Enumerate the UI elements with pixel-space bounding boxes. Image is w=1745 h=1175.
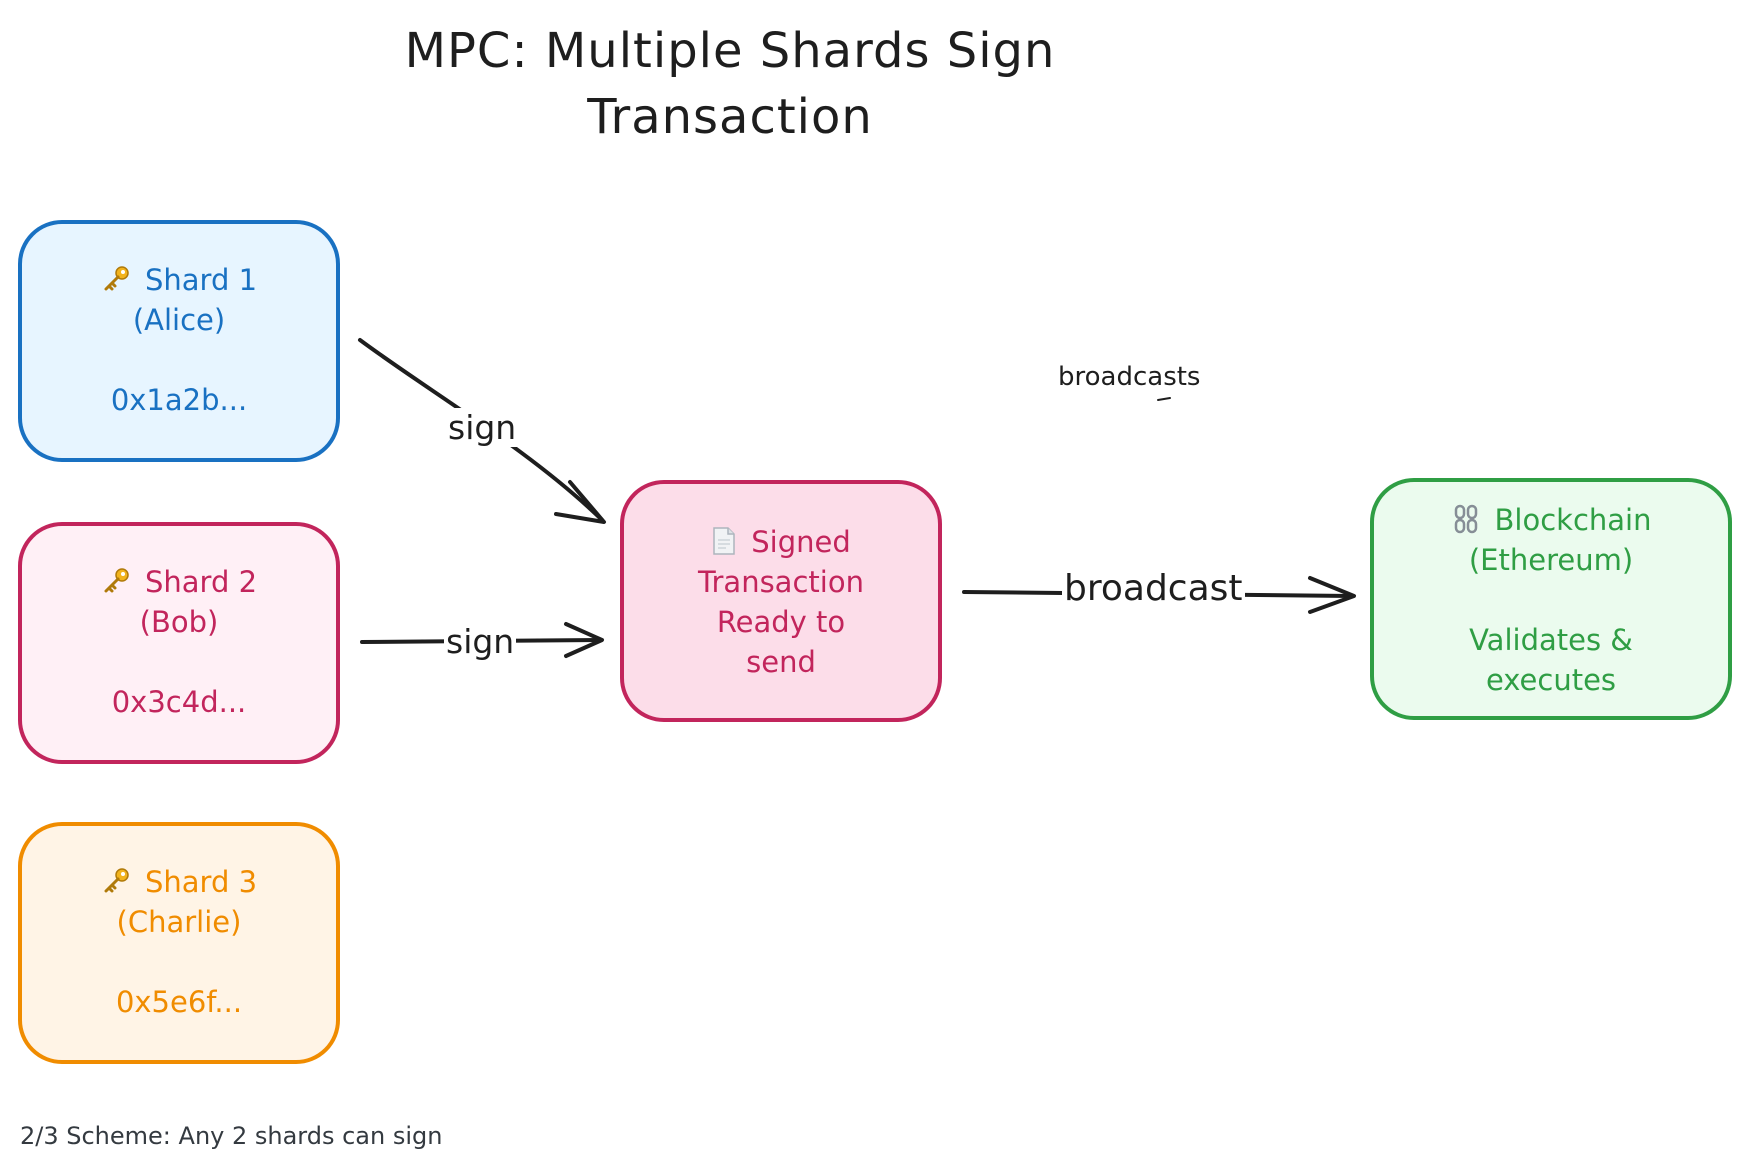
blockchain-line-1: Validates & — [1469, 623, 1633, 657]
signed-line-1: Signed — [751, 525, 851, 559]
blockchain-network: (Ethereum) — [1468, 543, 1634, 577]
arrowhead-shard1 — [554, 480, 606, 524]
shard-1-name: Shard 1 — [144, 263, 258, 297]
shard-1-node[interactable]: Shard 1 (Alice) 0x1a2b... — [18, 220, 340, 462]
shard-2-name: Shard 2 — [144, 565, 258, 599]
edge-label-broadcast: broadcast — [1062, 568, 1245, 609]
key-icon — [104, 868, 129, 893]
blockchain-line-2: executes — [1485, 663, 1617, 697]
blockchain-name: Blockchain — [1494, 503, 1652, 537]
title-line-1: MPC: Multiple Shards Sign — [404, 23, 1056, 79]
signed-line-4: send — [746, 645, 816, 679]
signed-line-2: Transaction — [698, 565, 864, 599]
shard-2-owner: (Bob) — [139, 605, 219, 639]
scheme-footnote: 2/3 Scheme: Any 2 shards can sign — [20, 1122, 443, 1150]
stray-mark — [1157, 397, 1171, 401]
edge-label-sign-1: sign — [446, 408, 519, 447]
arrowhead-blockchain — [1308, 576, 1356, 614]
shard-2-node[interactable]: Shard 2 (Bob) 0x3c4d... — [18, 522, 340, 764]
edge-label-sign-2: sign — [444, 622, 517, 661]
key-icon — [104, 568, 129, 593]
shard-3-owner: (Charlie) — [116, 905, 242, 939]
signed-line-3: Ready to — [716, 605, 846, 639]
chain-link-icon — [1454, 504, 1477, 534]
shard-1-owner: (Alice) — [132, 303, 226, 337]
diagram-title: MPC: Multiple Shards Sign Transaction — [330, 18, 1130, 150]
signed-transaction-node[interactable]: Signed Transaction Ready to send — [620, 480, 942, 722]
blockchain-node[interactable]: Blockchain (Ethereum) Validates & execut… — [1370, 478, 1732, 720]
arrowhead-shard2 — [564, 622, 604, 658]
document-icon — [713, 527, 735, 555]
shard-2-address: 0x3c4d... — [111, 685, 247, 719]
title-line-2: Transaction — [587, 89, 873, 145]
key-icon — [104, 266, 129, 291]
shard-1-address: 0x1a2b... — [110, 383, 248, 417]
shard-3-address: 0x5e6f... — [115, 985, 243, 1019]
shard-3-node[interactable]: Shard 3 (Charlie) 0x5e6f... — [18, 822, 340, 1064]
stray-label-broadcasts: broadcasts — [1058, 362, 1201, 392]
shard-3-name: Shard 3 — [144, 865, 258, 899]
